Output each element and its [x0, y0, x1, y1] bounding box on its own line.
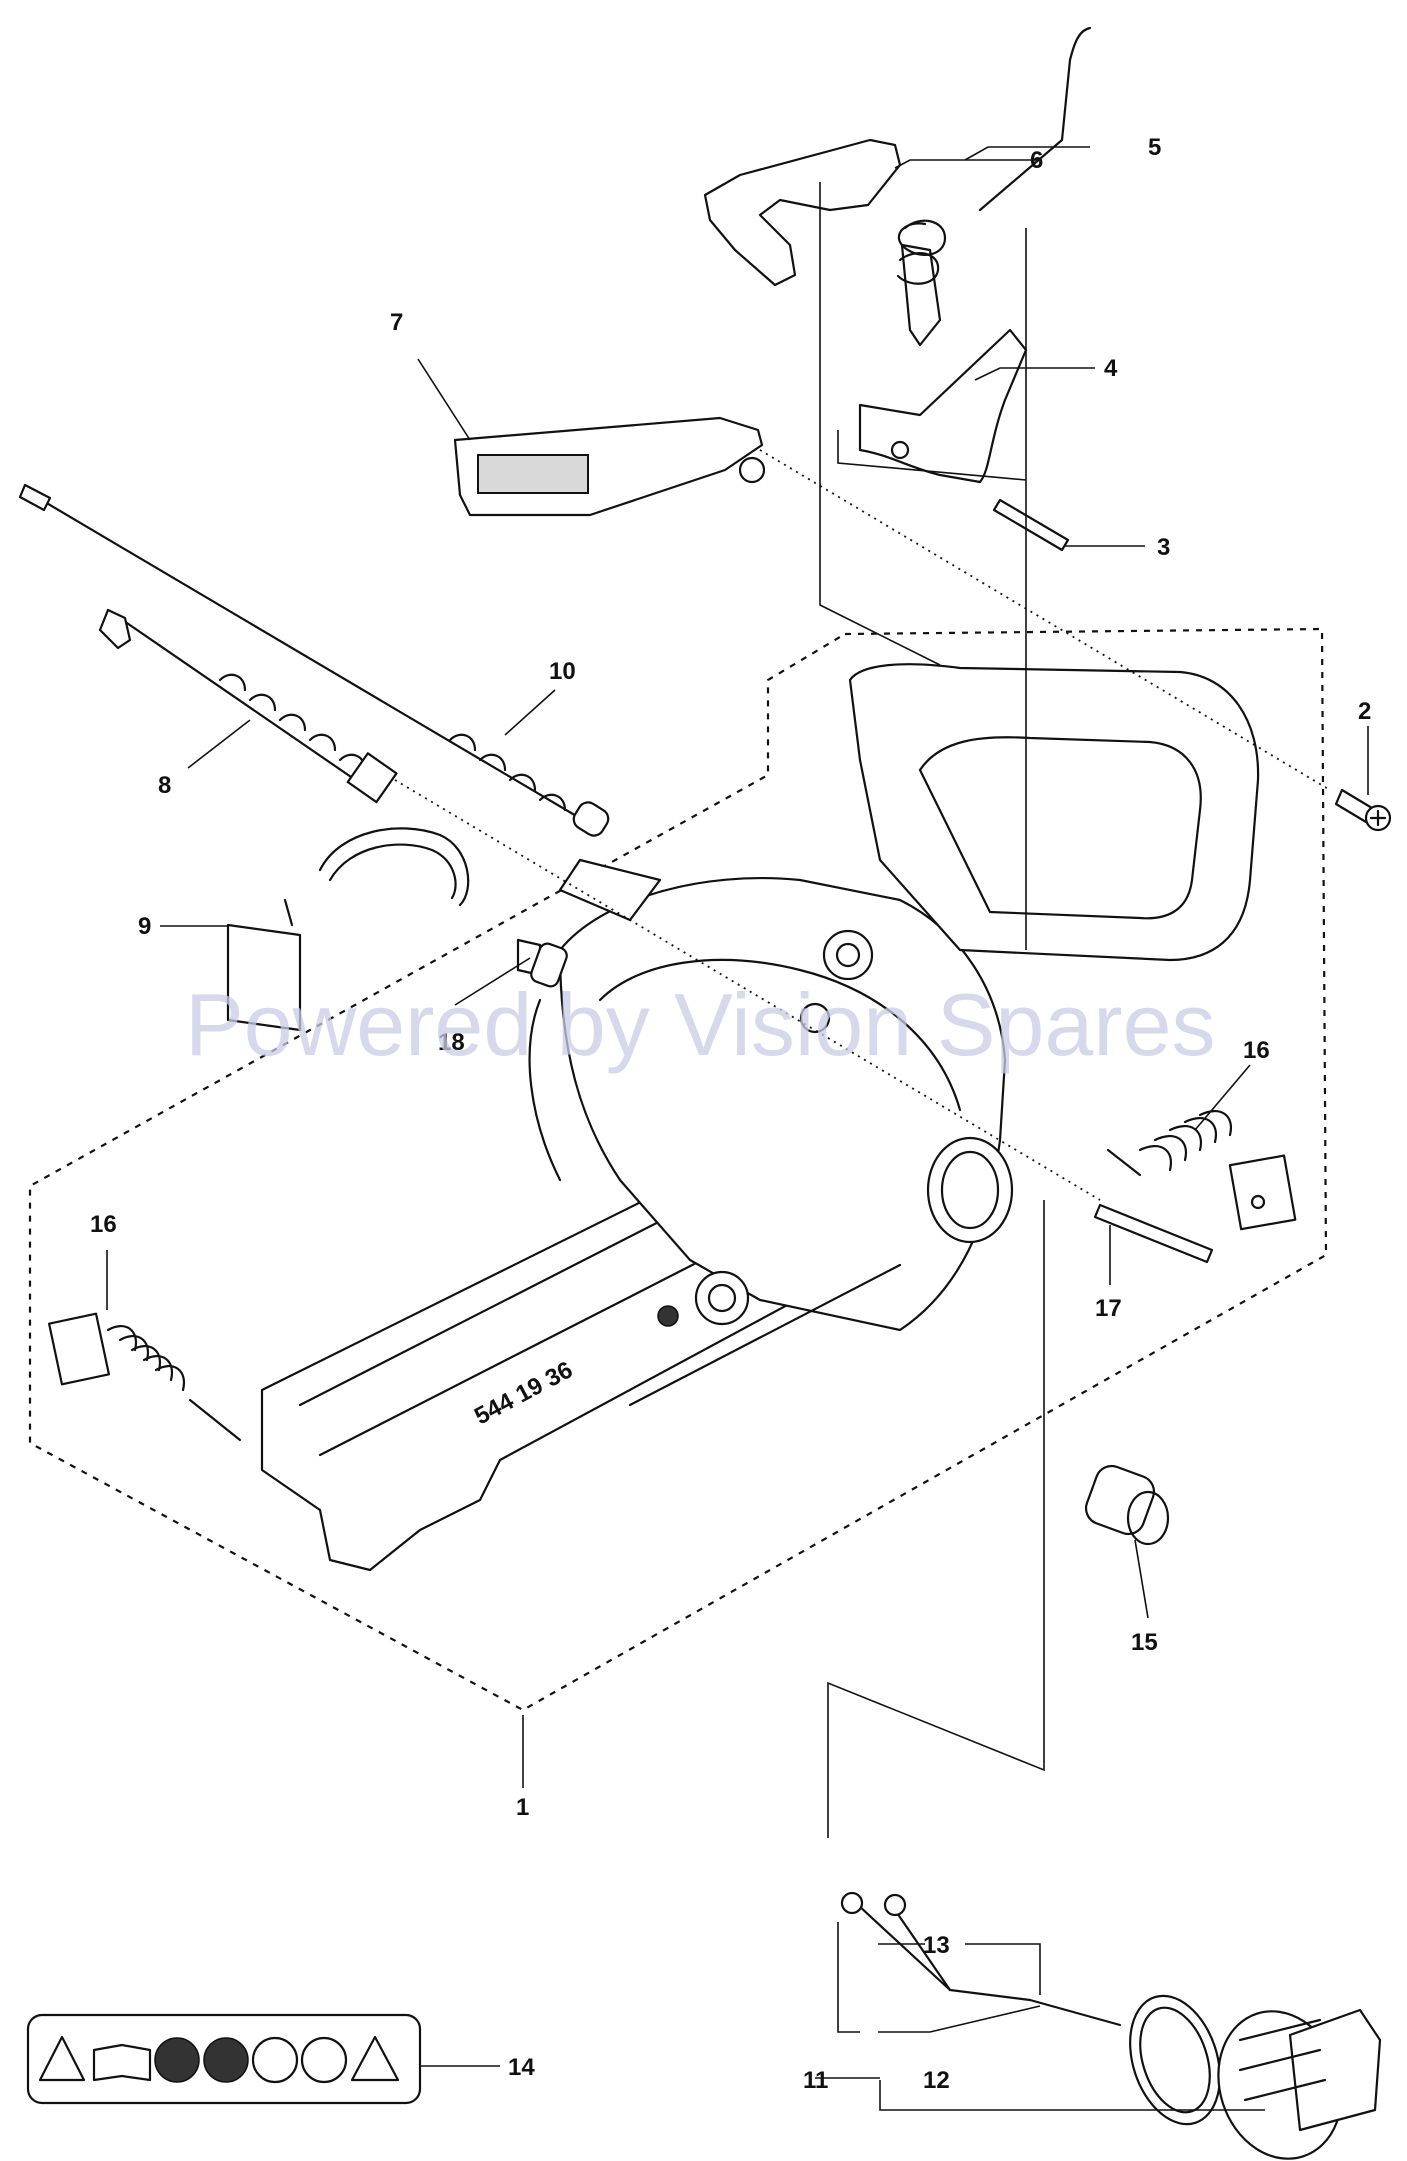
callout-16-left: 16: [90, 1211, 117, 1238]
callout-6: 6: [1030, 147, 1043, 174]
part-4-throttle-trigger[interactable]: [858, 243, 1028, 484]
no-one-hand-icon: [251, 2036, 299, 2084]
callout-18: 18: [438, 1029, 465, 1056]
part-14-warning-decal[interactable]: [26, 2013, 422, 2105]
helmet-icon: [154, 2037, 200, 2083]
part-6-throttle-lockout[interactable]: [703, 138, 902, 287]
part-8-throttle-cable[interactable]: [98, 608, 398, 804]
manual-book-icon: [92, 2043, 152, 2082]
callout-8: 8: [158, 772, 171, 799]
part-15-fitting[interactable]: [1082, 1462, 1170, 1546]
callout-1: 1: [516, 1794, 529, 1821]
part-2-screw[interactable]: [1334, 788, 1392, 832]
watermark: Powered by Vision Spares: [185, 975, 1216, 1074]
part-9-fuel-filter[interactable]: [226, 827, 470, 1032]
leader-lines: [106, 146, 1369, 2111]
husqvarna-crown-logo: [657, 1305, 679, 1327]
glove-icon: [203, 2037, 249, 2083]
callout-11: 11: [803, 2067, 828, 2094]
part-18-grommet[interactable]: [516, 938, 569, 989]
part-12-cap-seal[interactable]: [1115, 1984, 1236, 2135]
callout-14: 14: [508, 2054, 535, 2081]
callout-7: 7: [390, 309, 403, 336]
part-13-filler-line[interactable]: [840, 1891, 1122, 2027]
callout-16-right: 16: [1243, 1037, 1270, 1064]
callout-labels: 1 2 3 4 5 6 7 8 9 10 11 12 13 14 15 16 1…: [90, 134, 1371, 2094]
no-kickback-icon: [300, 2036, 348, 2084]
callout-17: 17: [1095, 1295, 1122, 1322]
callout-15: 15: [1131, 1629, 1158, 1656]
callout-3: 3: [1157, 534, 1170, 561]
part-11-fuel-cap[interactable]: [1200, 1995, 1382, 2161]
part-5-spring[interactable]: [896, 26, 1092, 285]
part-3-pin[interactable]: [992, 498, 1070, 552]
part-10-stop-cable[interactable]: [18, 483, 612, 839]
callout-4: 4: [1104, 355, 1118, 382]
callout-10: 10: [549, 658, 576, 685]
callout-13: 13: [923, 1932, 950, 1959]
kickback-warning-icon: [350, 2035, 400, 2082]
part-17-pin[interactable]: [1093, 1203, 1214, 1264]
warning-triangle-icon: [38, 2035, 86, 2082]
part-16-av-buffer-left[interactable]: [47, 1312, 242, 1442]
part-7-handle-cover[interactable]: [453, 416, 766, 517]
part-1-tank-housing[interactable]: [260, 663, 1260, 1572]
callout-5: 5: [1148, 134, 1161, 161]
callout-12: 12: [923, 2067, 950, 2094]
callout-2: 2: [1358, 698, 1371, 725]
part-16-av-buffer-right[interactable]: [1106, 1109, 1297, 1231]
callout-9: 9: [138, 913, 151, 940]
